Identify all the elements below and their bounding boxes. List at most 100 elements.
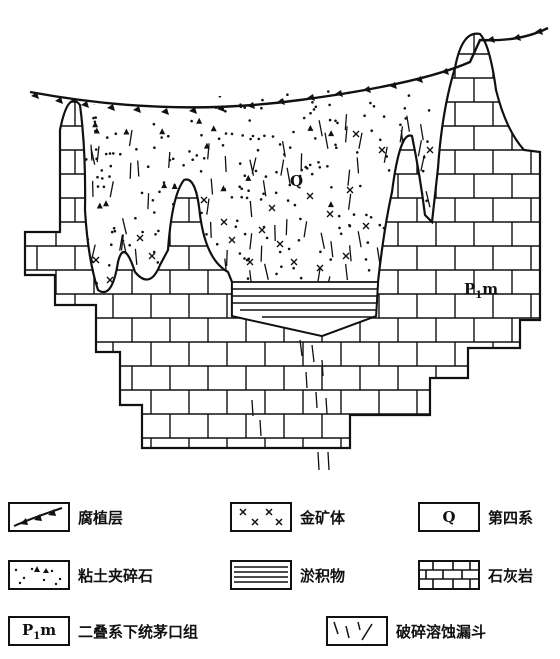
clay-dot xyxy=(370,129,374,132)
gravel-triangle xyxy=(328,130,335,137)
clay-dot xyxy=(65,93,68,96)
clay-dot xyxy=(100,169,104,172)
breccia-dash xyxy=(285,219,288,236)
breccia-dash xyxy=(383,146,388,163)
clay-dot xyxy=(230,132,234,136)
clay-dot xyxy=(425,199,428,203)
breccia-dash xyxy=(128,129,133,147)
ore-cross xyxy=(92,256,100,264)
clay-dot xyxy=(188,150,191,153)
clay-dot xyxy=(265,236,269,240)
clay-dot xyxy=(271,135,275,138)
ore-cross xyxy=(258,226,266,234)
legend-item-quaternary: Q 第四系 xyxy=(418,502,533,532)
humus-triangle xyxy=(335,90,343,97)
clay-dot xyxy=(246,277,250,280)
clay-dot xyxy=(245,196,249,200)
humus-triangle xyxy=(487,36,495,43)
clay-dot xyxy=(259,198,263,201)
formation-code-sub: 1 xyxy=(33,630,41,642)
breccia-dash xyxy=(249,233,253,250)
clay-dot xyxy=(109,164,113,168)
clay-dot xyxy=(202,157,206,160)
breccia-dash xyxy=(330,241,334,258)
breccia-dash xyxy=(249,200,253,218)
clay-dot xyxy=(140,191,144,195)
clay-dot xyxy=(153,211,156,214)
breccia-dash xyxy=(137,160,140,177)
breccia-dash xyxy=(90,148,96,165)
breccia-dash xyxy=(280,159,285,176)
ore-cross xyxy=(346,186,354,194)
humus-triangle xyxy=(133,106,141,113)
clay-dot xyxy=(298,174,302,178)
breccia-dash xyxy=(109,181,114,198)
clay-dot xyxy=(287,247,291,251)
humus-triangle xyxy=(217,105,225,112)
geologic-cross-section xyxy=(23,26,549,470)
clay-dot xyxy=(369,216,373,219)
legend-label-deposit: 淤积物 xyxy=(300,566,346,585)
ore-cross xyxy=(426,146,434,154)
clay-dot xyxy=(160,136,163,139)
clay-dot xyxy=(311,101,314,104)
humus-triangle xyxy=(55,97,63,104)
clay-dot xyxy=(240,187,243,190)
ore-cross xyxy=(106,276,114,284)
gravel-triangle xyxy=(123,128,130,135)
clay-dot xyxy=(236,219,239,223)
gravel-triangle xyxy=(307,124,314,131)
formation-code-suffix: m xyxy=(40,620,57,639)
clay-dot xyxy=(329,258,333,261)
clay-dot xyxy=(146,165,150,168)
clay-dot xyxy=(426,140,429,143)
legend-label-formation: 二叠系下统茅口组 xyxy=(78,622,199,641)
gravel-triangle xyxy=(245,174,252,181)
clay-dot xyxy=(130,98,134,102)
clay-dot xyxy=(246,89,250,92)
clay-dot xyxy=(257,137,261,141)
clay-dot xyxy=(254,169,258,173)
clay-dot xyxy=(218,94,222,98)
ore-cross xyxy=(136,234,144,242)
ore-cross xyxy=(220,218,228,226)
clay-dot xyxy=(191,158,194,161)
breccia-dash xyxy=(406,115,411,132)
ore-cross xyxy=(352,130,360,138)
clay-dot xyxy=(199,170,203,173)
clay-dot xyxy=(182,164,185,167)
clay-dot xyxy=(379,138,382,142)
clay-dot xyxy=(348,223,351,227)
breccia-dash xyxy=(356,157,360,174)
ore-cross xyxy=(148,252,156,260)
ore-cross xyxy=(342,252,350,260)
breccia-dash xyxy=(168,151,171,168)
clay-dot xyxy=(243,174,247,177)
clay-dot xyxy=(288,183,292,187)
breccia-dash xyxy=(358,132,363,149)
ore-cross xyxy=(378,146,386,154)
breccia-swatch xyxy=(326,616,388,646)
clay-dot xyxy=(304,165,308,169)
breccia-dash xyxy=(318,120,323,137)
humus-triangle xyxy=(277,98,285,105)
clay-dot xyxy=(94,148,98,151)
clay-dot xyxy=(339,232,343,236)
clay-dot xyxy=(110,243,113,246)
gravel-triangle xyxy=(210,125,217,132)
clay-dot xyxy=(113,91,117,94)
quaternary-code: Q xyxy=(442,508,456,526)
breccia-dash xyxy=(281,140,286,158)
breccia-dash xyxy=(376,247,381,264)
breccia-dash xyxy=(303,221,308,238)
clay-dot xyxy=(194,94,197,97)
clay-dot xyxy=(135,148,138,151)
humus-triangles xyxy=(31,28,543,115)
clay-dot xyxy=(314,137,317,140)
clay-dot xyxy=(421,169,425,173)
breccia-dash xyxy=(207,143,210,160)
breccia-dashes xyxy=(90,114,431,293)
clay-dot xyxy=(274,191,278,195)
breccia-dash xyxy=(324,132,329,149)
clay-dot xyxy=(308,163,312,167)
